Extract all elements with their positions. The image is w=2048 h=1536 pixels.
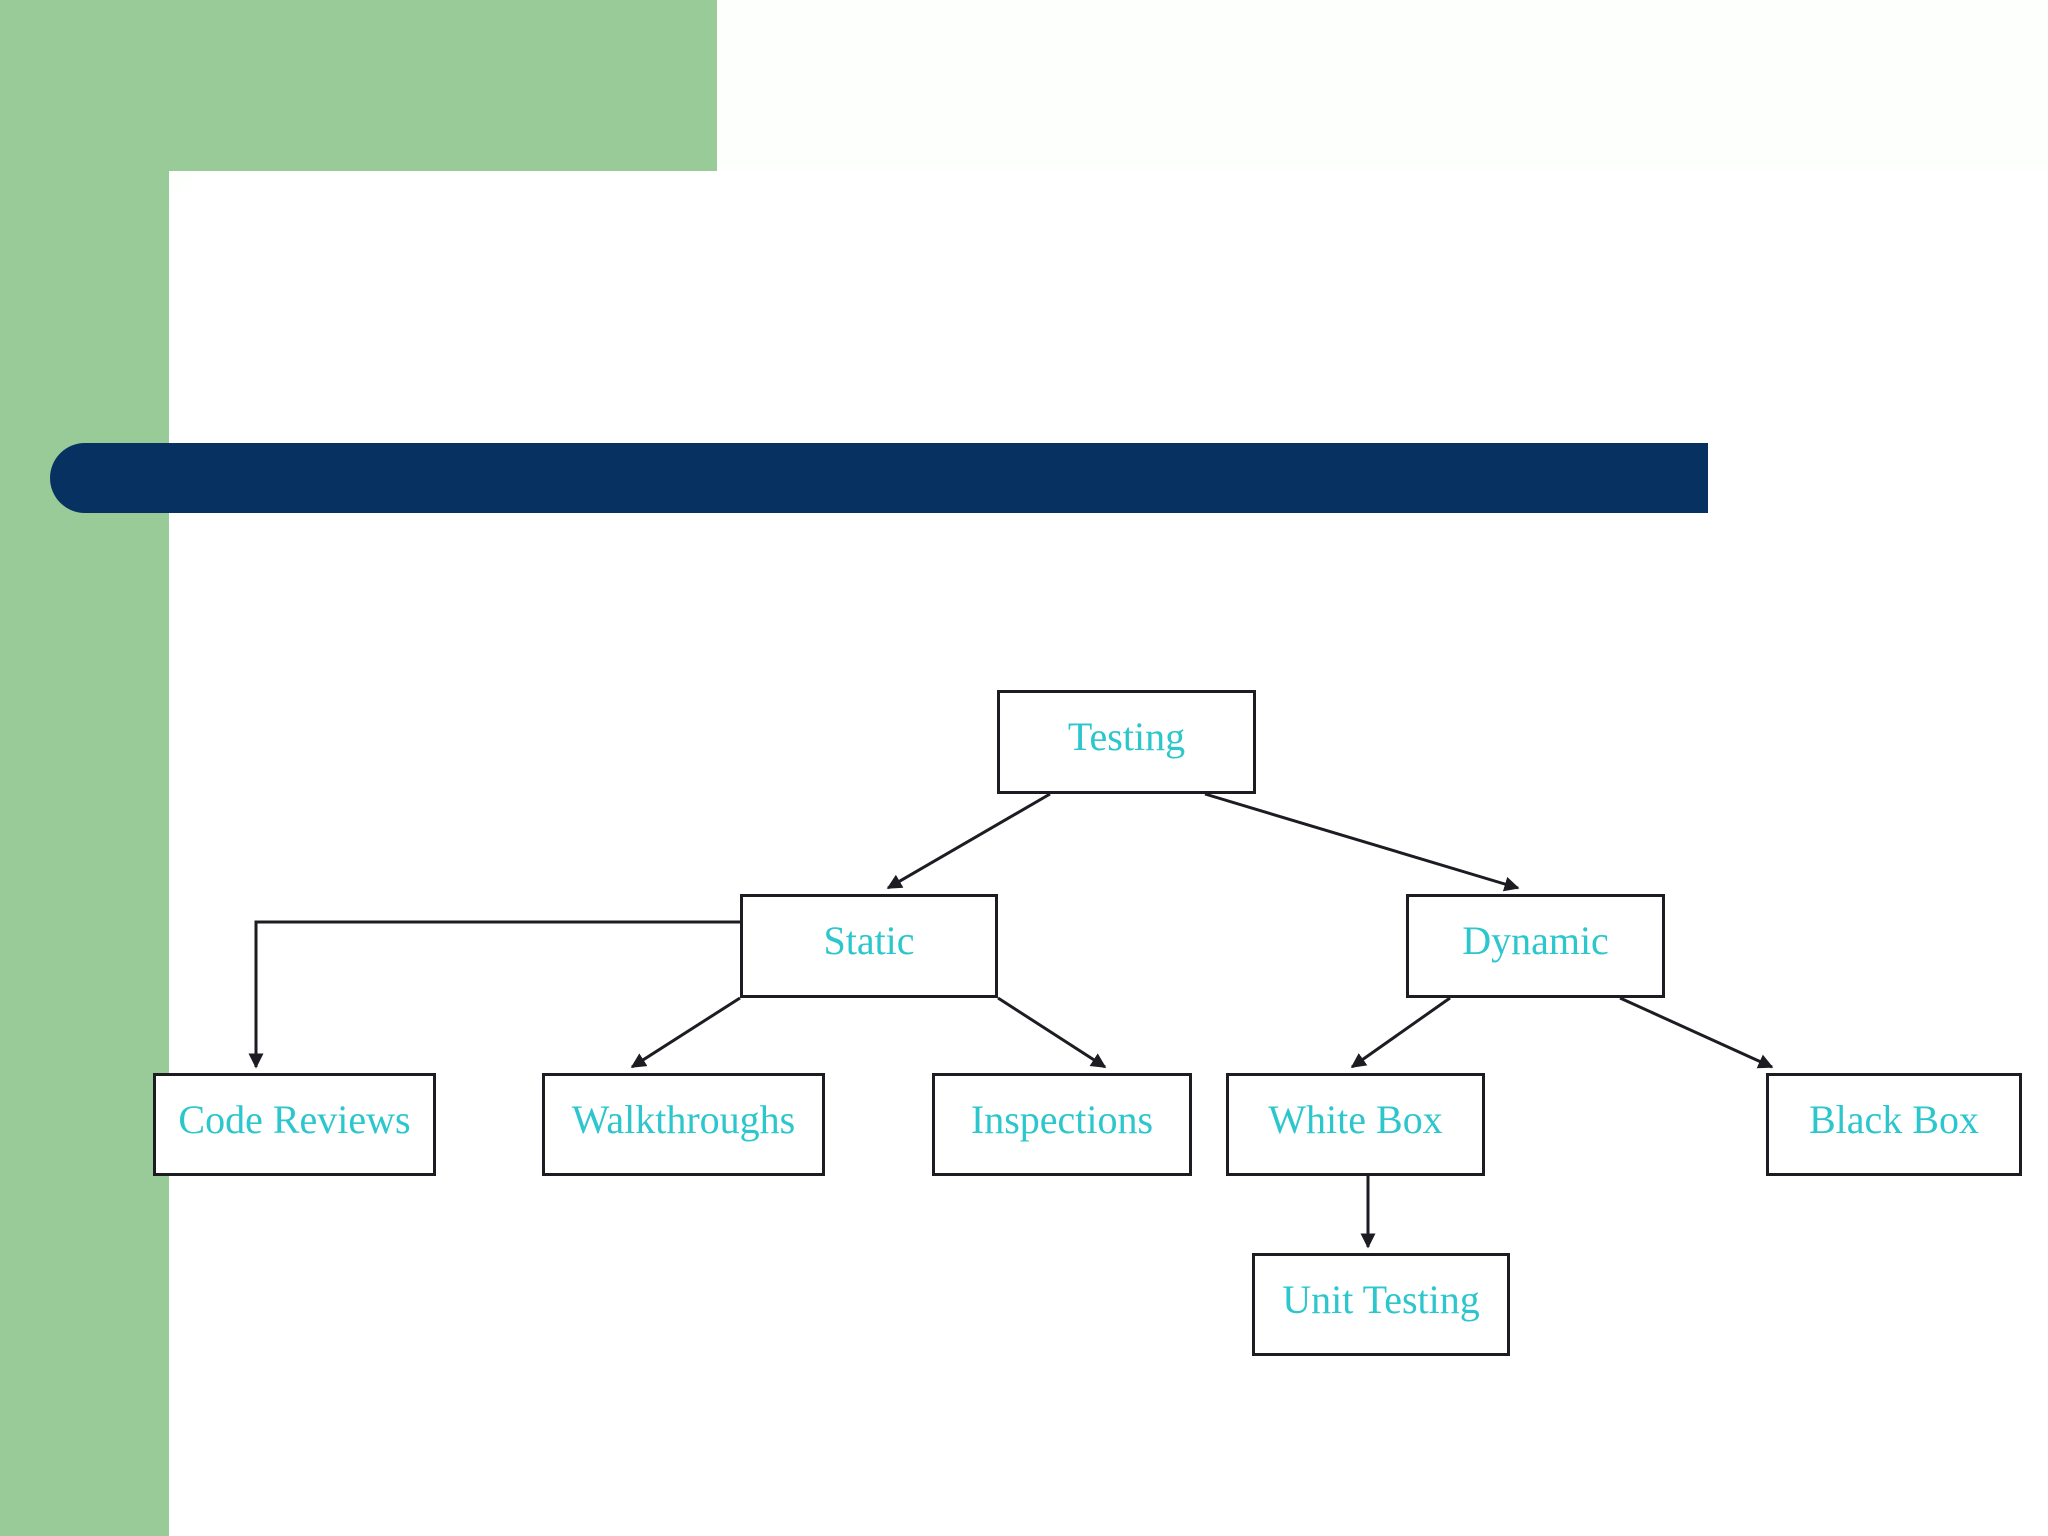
slide-title-bar — [50, 443, 1708, 513]
edge-static-walkthroughs — [630, 996, 741, 1069]
edge-testing-static — [886, 792, 1051, 890]
node-label: Walkthroughs — [571, 1097, 796, 1142]
node-unit-testing[interactable]: Unit Testing — [1252, 1253, 1510, 1356]
node-label: Testing — [1067, 714, 1186, 759]
node-label: White Box — [1268, 1097, 1443, 1142]
node-dynamic[interactable]: Dynamic — [1406, 894, 1665, 998]
node-black-box[interactable]: Black Box — [1766, 1073, 2022, 1176]
edge-dynamic-white-box — [1350, 996, 1451, 1069]
node-testing[interactable]: Testing — [997, 690, 1256, 794]
edge-dynamic-black-box — [1619, 996, 1774, 1069]
edge-static-code-reviews — [248, 920, 740, 1069]
edge-static-inspections — [997, 996, 1107, 1069]
node-white-box[interactable]: White Box — [1226, 1073, 1485, 1176]
node-static[interactable]: Static — [740, 894, 998, 998]
node-label: Code Reviews — [178, 1097, 411, 1142]
node-code-reviews[interactable]: Code Reviews — [153, 1073, 436, 1176]
white-content-panel — [169, 171, 2048, 1536]
node-label: Black Box — [1809, 1097, 1979, 1142]
green-left-rail — [0, 0, 169, 1536]
node-walkthroughs[interactable]: Walkthroughs — [542, 1073, 825, 1176]
edge-testing-dynamic — [1204, 792, 1520, 892]
node-label: Static — [823, 918, 915, 963]
node-label: Dynamic — [1462, 918, 1609, 963]
node-inspections[interactable]: Inspections — [932, 1073, 1192, 1176]
node-label: Inspections — [970, 1097, 1154, 1142]
node-label: Unit Testing — [1282, 1277, 1480, 1322]
